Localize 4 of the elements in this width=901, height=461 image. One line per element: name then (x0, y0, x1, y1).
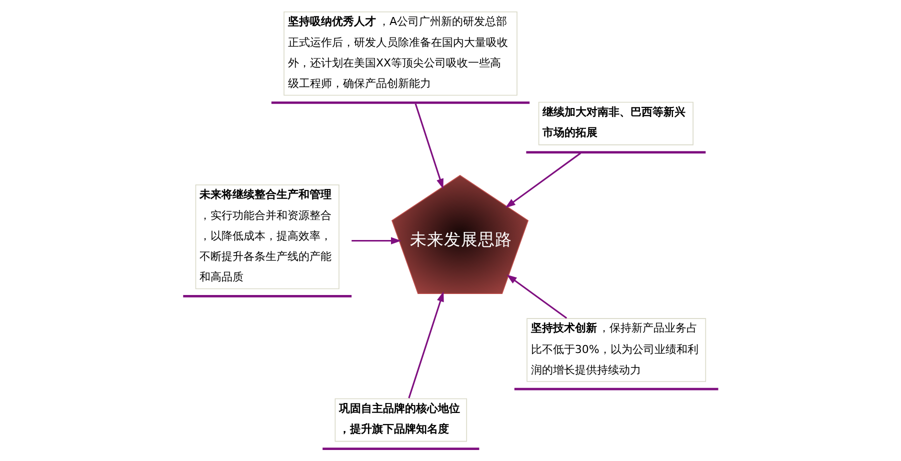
arrow (408, 291, 444, 398)
arrow (506, 274, 568, 319)
arrow (352, 237, 402, 244)
arrow (505, 152, 582, 208)
